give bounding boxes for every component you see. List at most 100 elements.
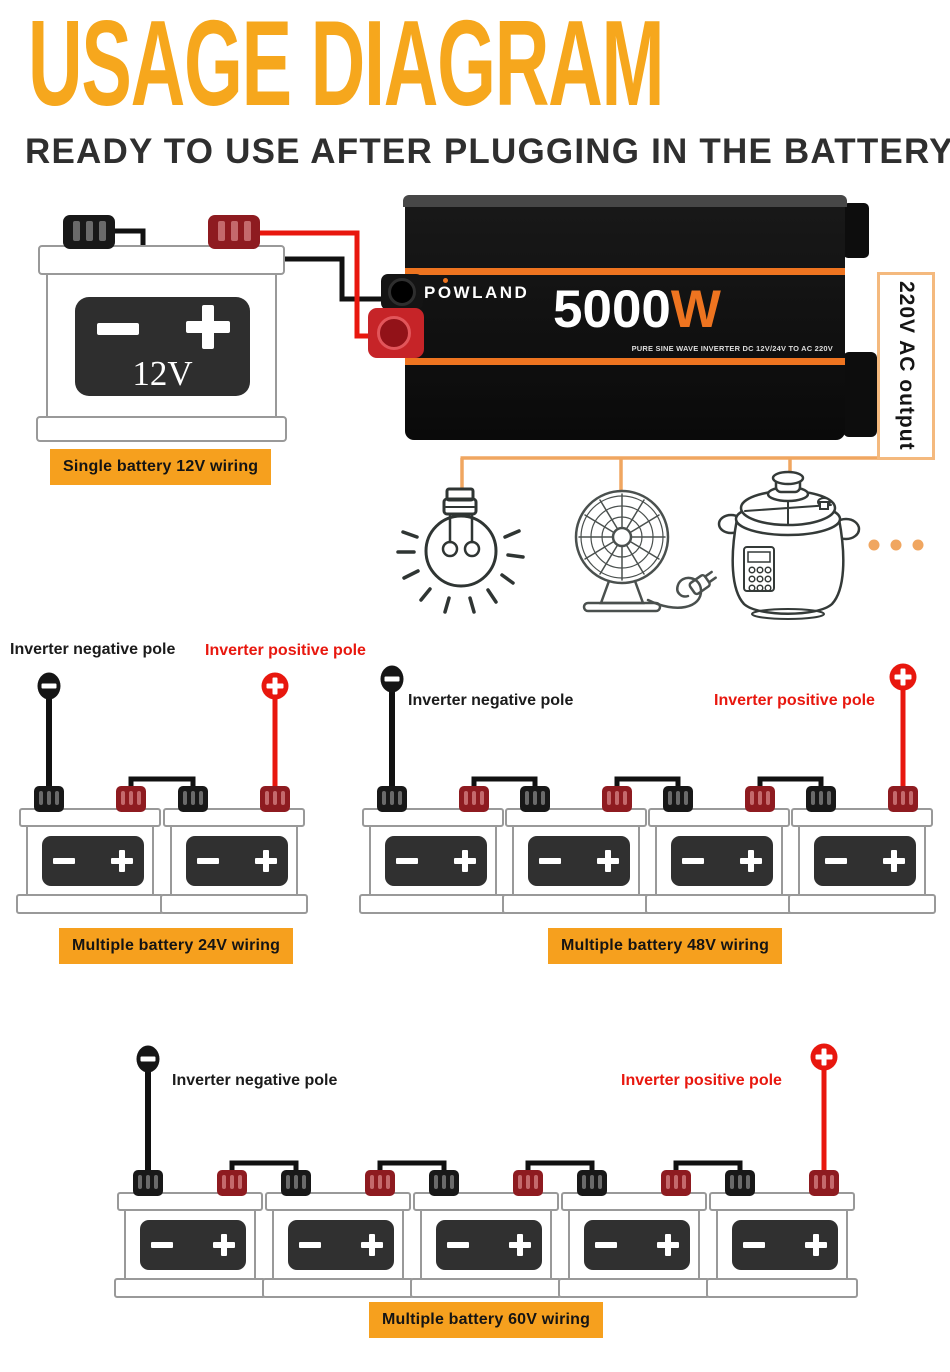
battery-negative-terminal (377, 786, 407, 812)
minus-symbol (299, 1242, 321, 1248)
page-title: USAGE DIAGRAM (28, 0, 664, 131)
battery-panel (436, 1220, 542, 1270)
inverter-stripe-top (405, 268, 845, 275)
battery (788, 786, 936, 914)
brand-flame-icon (443, 278, 448, 283)
battery (16, 786, 164, 914)
inverter-brand: POWLAND (424, 283, 530, 302)
battery-cap (265, 1192, 411, 1211)
battery-negative-terminal (663, 786, 693, 812)
battery-positive-terminal (602, 786, 632, 812)
battery-panel (288, 1220, 394, 1270)
caption-single-12v: Single battery 12V wiring (50, 449, 272, 485)
battery-negative-terminal (577, 1170, 607, 1196)
negative-pole-icon-60v (136, 1045, 160, 1073)
more-appliances-dots (868, 539, 924, 551)
battery-cap (648, 808, 790, 827)
plus-symbol (454, 850, 476, 872)
desk-fan-icon (574, 489, 717, 613)
battery-negative-terminal (281, 1170, 311, 1196)
battery (359, 786, 507, 914)
battery-positive-terminal (208, 215, 260, 249)
plus-symbol (657, 1234, 679, 1256)
inverter-negative-terminal (381, 274, 423, 310)
battery (645, 786, 793, 914)
inverter-positive-terminal (368, 308, 424, 358)
battery-negative-terminal (429, 1170, 459, 1196)
inverter-stripe-bottom (405, 358, 845, 365)
minus-symbol (396, 858, 418, 864)
battery-panel (671, 836, 773, 886)
battery-cap (505, 808, 647, 827)
minus-symbol (825, 858, 847, 864)
negative-pole-icon-48v (380, 665, 404, 693)
minus-symbol (53, 858, 75, 864)
battery-negative-terminal (133, 1170, 163, 1196)
battery-base (114, 1278, 266, 1298)
inverter-tagline: PURE SINE WAVE INVERTER DC 12V/24V TO AC… (631, 344, 833, 353)
plus-symbol (597, 850, 619, 872)
battery-cap (791, 808, 933, 827)
light-bulb-icon (396, 487, 525, 614)
label-negative-pole-24v: Inverter negative pole (10, 641, 176, 658)
battery-panel (814, 836, 916, 886)
battery-positive-terminal (459, 786, 489, 812)
battery-negative-terminal (63, 215, 115, 249)
battery (558, 1170, 710, 1298)
battery-base (706, 1278, 858, 1298)
inverter-side-socket (843, 203, 869, 258)
minus-symbol (539, 858, 561, 864)
battery-negative-terminal (725, 1170, 755, 1196)
label-positive-pole-48v: Inverter positive pole (714, 692, 875, 709)
inverter: POWLAND 5000W PURE SINE WAVE INVERTER DC… (368, 195, 847, 440)
plus-symbol (740, 850, 762, 872)
inverter-power-rating: 5000W (553, 280, 721, 339)
battery-cap (561, 1192, 707, 1211)
battery-positive-terminal (260, 786, 290, 812)
ac-output-box: 220V AC output (877, 272, 935, 460)
battery (410, 1170, 562, 1298)
battery-row-60v (114, 1170, 858, 1298)
battery-cap (413, 1192, 559, 1211)
battery-positive-terminal (745, 786, 775, 812)
page-subtitle: READY TO USE AFTER PLUGGING IN THE BATTE… (25, 132, 950, 171)
caption-24v: Multiple battery 24V wiring (59, 928, 294, 964)
battery-cap (117, 1192, 263, 1211)
battery (262, 1170, 414, 1298)
battery (114, 1170, 266, 1298)
minus-symbol (682, 858, 704, 864)
battery-panel (140, 1220, 246, 1270)
battery (706, 1170, 858, 1298)
battery-voltage-label: 12V (132, 354, 193, 393)
battery-positive-terminal (888, 786, 918, 812)
series-jumper-wires (128, 776, 824, 1175)
minus-symbol (743, 1242, 765, 1248)
battery-panel (186, 836, 288, 886)
minus-symbol (151, 1242, 173, 1248)
battery-positive-terminal (809, 1170, 839, 1196)
battery-panel (732, 1220, 838, 1270)
battery-base (788, 894, 936, 914)
positive-pole-icon-60v (810, 1043, 838, 1071)
plus-symbol (509, 1234, 531, 1256)
battery-cap (38, 245, 285, 275)
label-negative-pole-48v: Inverter negative pole (408, 692, 574, 709)
battery-negative-terminal (34, 786, 64, 812)
minus-symbol (595, 1242, 617, 1248)
battery-cap (163, 808, 305, 827)
minus-symbol (447, 1242, 469, 1248)
battery-positive-terminal (661, 1170, 691, 1196)
battery-row-24v (16, 786, 308, 914)
battery-panel (584, 1220, 690, 1270)
battery-base (502, 894, 650, 914)
battery-base (36, 416, 287, 442)
battery-base (359, 894, 507, 914)
positive-pole-icon-48v (889, 663, 917, 691)
plus-symbol (883, 850, 905, 872)
plus-symbol (186, 305, 230, 349)
plus-symbol (255, 850, 277, 872)
battery-positive-terminal (513, 1170, 543, 1196)
battery (160, 786, 308, 914)
battery-negative-terminal (520, 786, 550, 812)
